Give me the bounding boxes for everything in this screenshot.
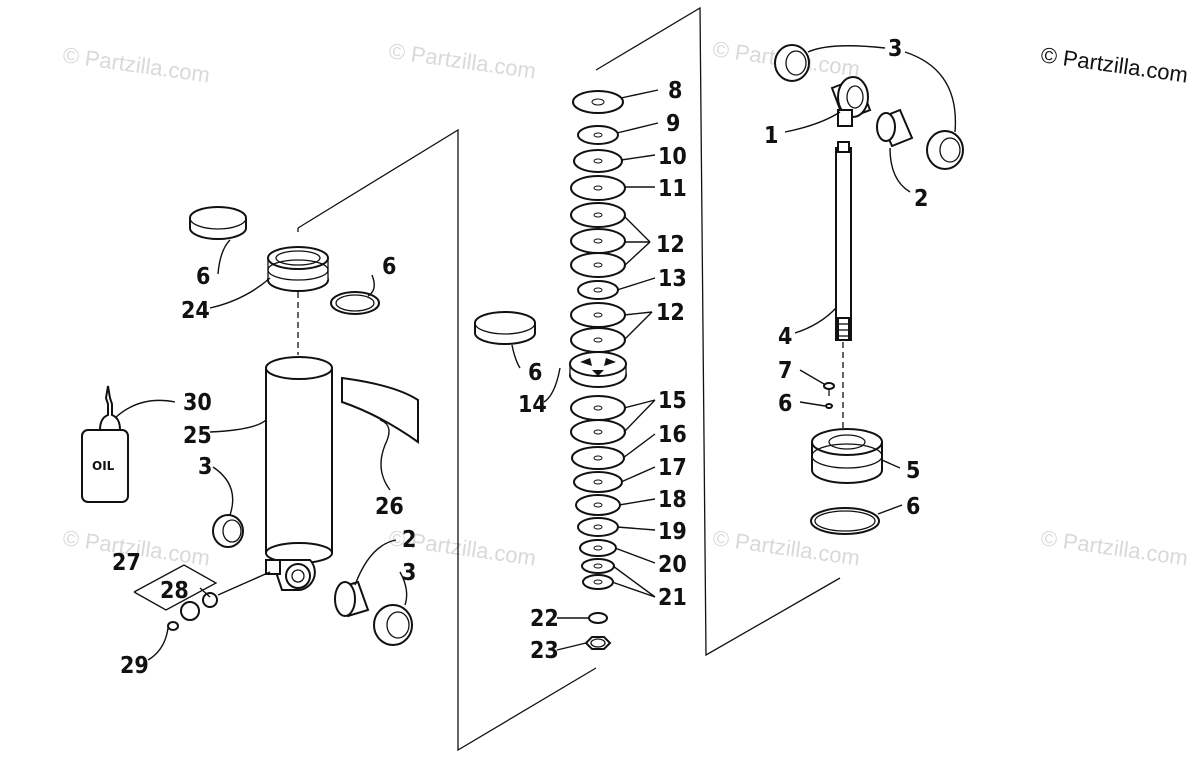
callout-2: 2	[402, 527, 416, 553]
callout-24: 24	[181, 298, 210, 324]
callout-17: 17	[658, 455, 687, 481]
assembly-outline-lines	[297, 6, 841, 752]
callout-27: 27	[112, 550, 141, 576]
spacer-part	[876, 108, 914, 148]
callout-9: 9	[666, 111, 680, 137]
shock-shaft-part	[835, 141, 852, 341]
callout-16: 16	[658, 422, 687, 448]
leader-lines-right	[784, 45, 957, 515]
callout-5: 5	[906, 458, 920, 484]
oil-bottle-part: OIL	[81, 385, 129, 503]
callout-21: 21	[658, 585, 687, 611]
bearing-head-part	[811, 428, 883, 484]
callout-23: 23	[530, 638, 559, 664]
heat-shield-part	[341, 376, 419, 444]
o-ring-part	[330, 291, 380, 315]
screw-part	[823, 382, 835, 409]
leader-lines-left	[114, 239, 408, 661]
watermark-group: © Partzilla.com © Partzilla.com © Partzi…	[61, 36, 1189, 570]
callout-3: 3	[402, 560, 416, 586]
callout-6: 6	[382, 254, 396, 280]
bushing-part	[926, 130, 964, 170]
cylinder-cap-part	[267, 246, 329, 292]
callout-15: 15	[658, 388, 687, 414]
copyright-text: © Partzilla.com	[1039, 42, 1189, 87]
spacer-part	[334, 580, 370, 618]
callout-26: 26	[375, 494, 404, 520]
callout-22: 22	[530, 606, 559, 632]
bushing-part	[774, 44, 810, 82]
callout-7: 7	[778, 358, 792, 384]
callout-11: 11	[658, 176, 687, 202]
oil-label: OIL	[92, 459, 115, 473]
watermark: © Partzilla.com	[1039, 525, 1189, 570]
callout-2: 2	[914, 186, 928, 212]
piston-part	[569, 351, 627, 388]
callout-12: 12	[656, 300, 685, 326]
callout-6: 6	[196, 264, 210, 290]
callout-14: 14	[518, 392, 547, 418]
bushing-part	[373, 604, 413, 646]
callout-28: 28	[160, 578, 189, 604]
bushing-part	[212, 514, 244, 548]
callout-12: 12	[656, 232, 685, 258]
watermark: © Partzilla.com	[61, 42, 211, 87]
seal-ring-part	[189, 206, 247, 240]
piston-band-part	[474, 311, 536, 345]
watermark: © Partzilla.com	[387, 38, 537, 83]
shock-cylinder-part	[265, 356, 333, 591]
callout-3: 3	[198, 454, 212, 480]
center-hole-dots	[591, 98, 605, 585]
callout-1: 1	[764, 123, 778, 149]
callout-6: 6	[528, 360, 542, 386]
eye-mount-part	[830, 76, 872, 127]
o-ring-part	[810, 507, 880, 535]
callout-25: 25	[183, 423, 212, 449]
callout-3: 3	[888, 36, 902, 62]
callout-labels: 6 24 6 30 25 3 26 2 3 27 28 29 8 9 10 11…	[112, 36, 928, 679]
callout-6: 6	[906, 494, 920, 520]
valve-part	[167, 571, 271, 631]
callout-29: 29	[120, 653, 149, 679]
callout-20: 20	[658, 552, 687, 578]
callout-4: 4	[778, 324, 792, 350]
callout-30: 30	[183, 390, 212, 416]
leader-lines-center	[511, 89, 659, 651]
callout-13: 13	[658, 266, 687, 292]
callout-8: 8	[668, 78, 682, 104]
callout-6: 6	[778, 391, 792, 417]
callout-19: 19	[658, 519, 687, 545]
callout-10: 10	[658, 144, 687, 170]
callout-18: 18	[658, 487, 687, 513]
